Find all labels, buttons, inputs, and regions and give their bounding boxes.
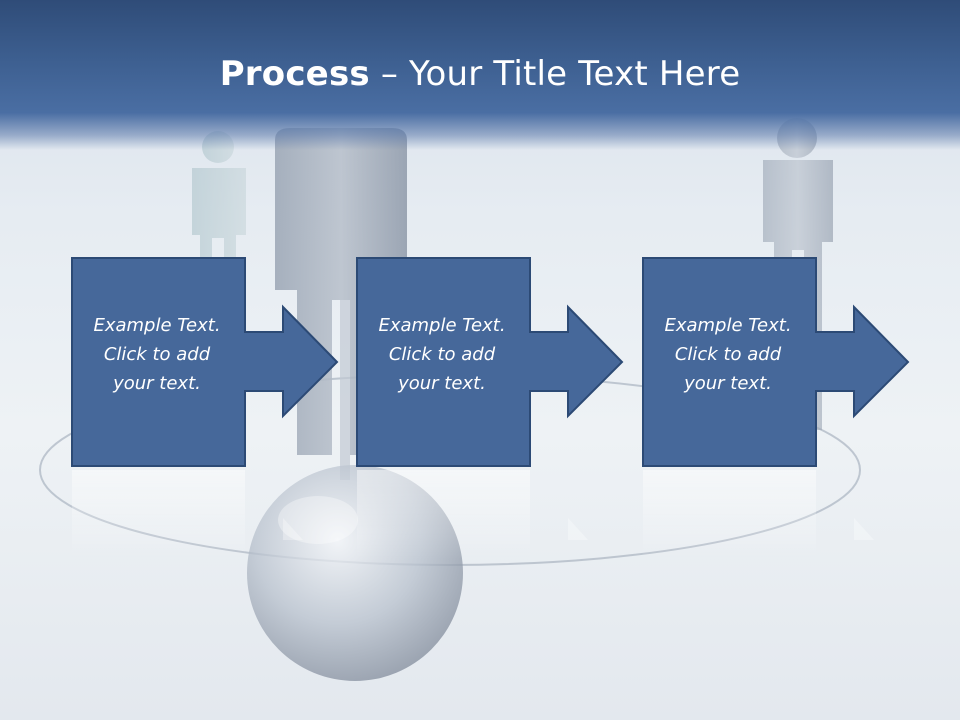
step-1-shape xyxy=(71,257,339,467)
step-1-reflection xyxy=(72,470,303,560)
step-2-shape xyxy=(356,257,624,467)
step-1-text: Example Text. Click to add your text. xyxy=(93,315,221,394)
title-rest: – Your Title Text Here xyxy=(369,54,741,94)
title-bold: Process xyxy=(219,54,370,94)
step-3-text: Example Text. Click to add your text. xyxy=(664,315,792,394)
slide-title[interactable]: Process – Your Title Text Here xyxy=(0,48,960,100)
title-band xyxy=(0,0,960,150)
process-step-1[interactable]: Example Text. Click to add your text. xyxy=(71,257,357,467)
process-step-2[interactable]: Example Text. Click to add your text. xyxy=(356,257,642,467)
process-step-3[interactable]: Example Text. Click to add your text. xyxy=(642,257,928,467)
step-3-shape xyxy=(642,257,910,467)
step-3-reflection xyxy=(643,470,874,560)
step-2-text: Example Text. Click to add your text. xyxy=(378,315,506,394)
step-2-reflection xyxy=(357,470,588,560)
sphere-pin xyxy=(340,300,350,480)
